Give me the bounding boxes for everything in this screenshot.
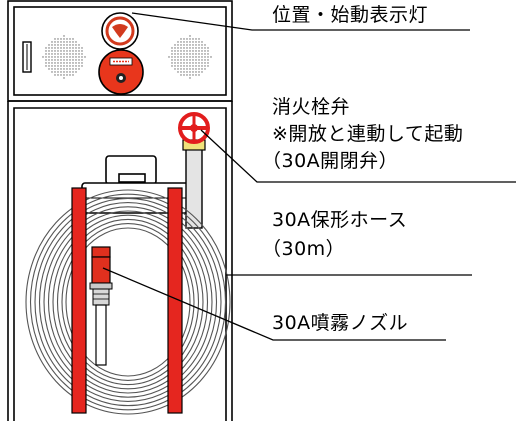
- indicator-lamp-icon: [101, 12, 139, 50]
- label-hose-length: （30m）: [262, 238, 346, 260]
- label-indicator-lamp: 位置・始動表示灯: [272, 4, 429, 26]
- leader-hydrant-valve: [200, 129, 516, 183]
- hose-retaining-straps: [71, 187, 183, 414]
- cabinet-lower-inner-frame: [13, 107, 227, 421]
- leader-nozzle: [102, 267, 446, 341]
- spray-nozzle-icon: [89, 246, 113, 366]
- label-hydrant-valve-note: ※開放と連動して起動: [272, 123, 464, 145]
- label-hydrant-valve-spec: （30A開閉弁）: [262, 150, 399, 172]
- alarm-pushbutton-icon: [98, 49, 144, 95]
- label-nozzle: 30A噴霧ノズル: [272, 312, 409, 334]
- cabinet-inner-frame: [13, 6, 227, 96]
- standpipe: [182, 139, 206, 229]
- leader-indicator-lamp: [131, 12, 470, 31]
- leader-lines: [102, 12, 516, 341]
- cabinet: [7, 0, 233, 421]
- hydrant-valve-icon: [178, 112, 210, 144]
- label-hydrant-valve: 消火栓弁: [272, 96, 351, 118]
- label-hose: 30A保形ホース: [272, 209, 408, 231]
- speaker-right-icon: [168, 35, 212, 79]
- speaker-left-icon: [42, 35, 86, 79]
